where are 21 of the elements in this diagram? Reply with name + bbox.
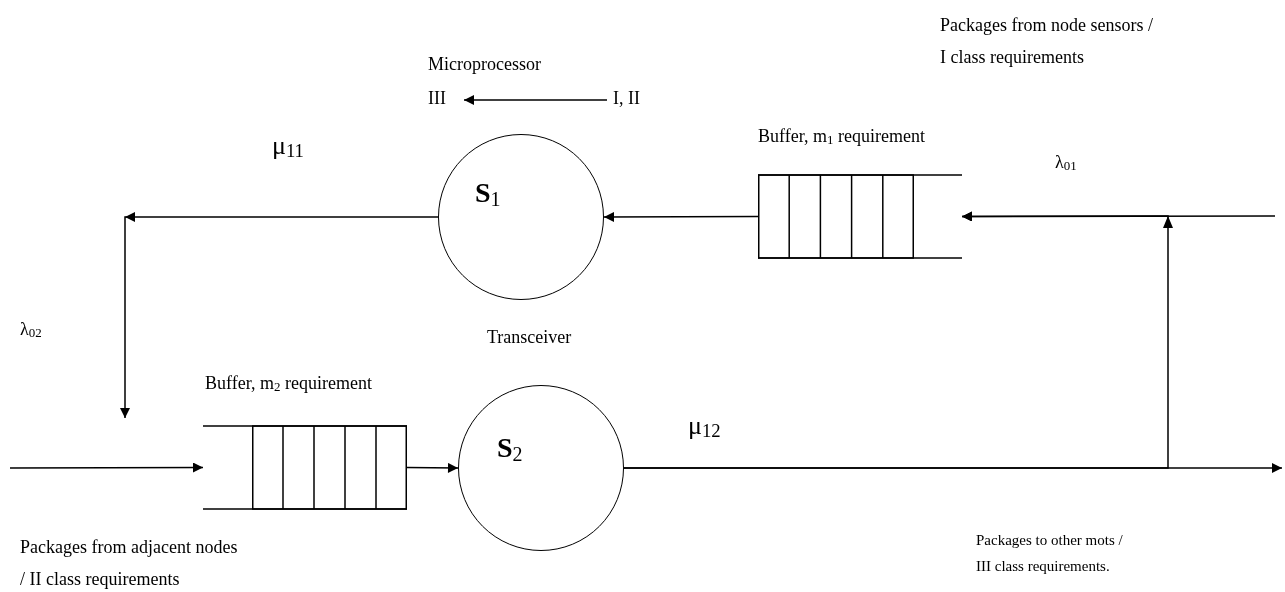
edge-label: λ$_{01}$ [1055,152,1077,174]
edge-label: μ$_{11}$ [272,130,304,162]
arrow [463,95,608,105]
note-text: Packages to other mots / III class requirements. [976,531,1124,577]
arrow [406,462,459,473]
arrow [9,462,204,473]
buffer-label: Buffer, m$_{1}$ requirement [758,126,925,148]
arrow [623,463,1283,473]
arrow [603,211,759,222]
node-label: III [428,88,446,110]
server-label: S$_{2}$ [497,434,523,462]
note-text: Packages from adjacent nodes / II class requirements [20,536,239,591]
caption-text: Microprocessor [428,54,541,76]
buffer-label: Buffer, m$_{2}$ requirement [205,373,372,395]
edge-label: μ$_{12}$ [688,410,721,442]
note-text: λ$_{02}$ [20,318,43,342]
server-label: S$_{1}$ [475,179,501,207]
node-label: I, II [613,88,640,110]
note-text: Transceiver [487,326,573,349]
note-text: Packages from node sensors / I class requirements [940,14,1154,69]
arrow [120,212,439,419]
